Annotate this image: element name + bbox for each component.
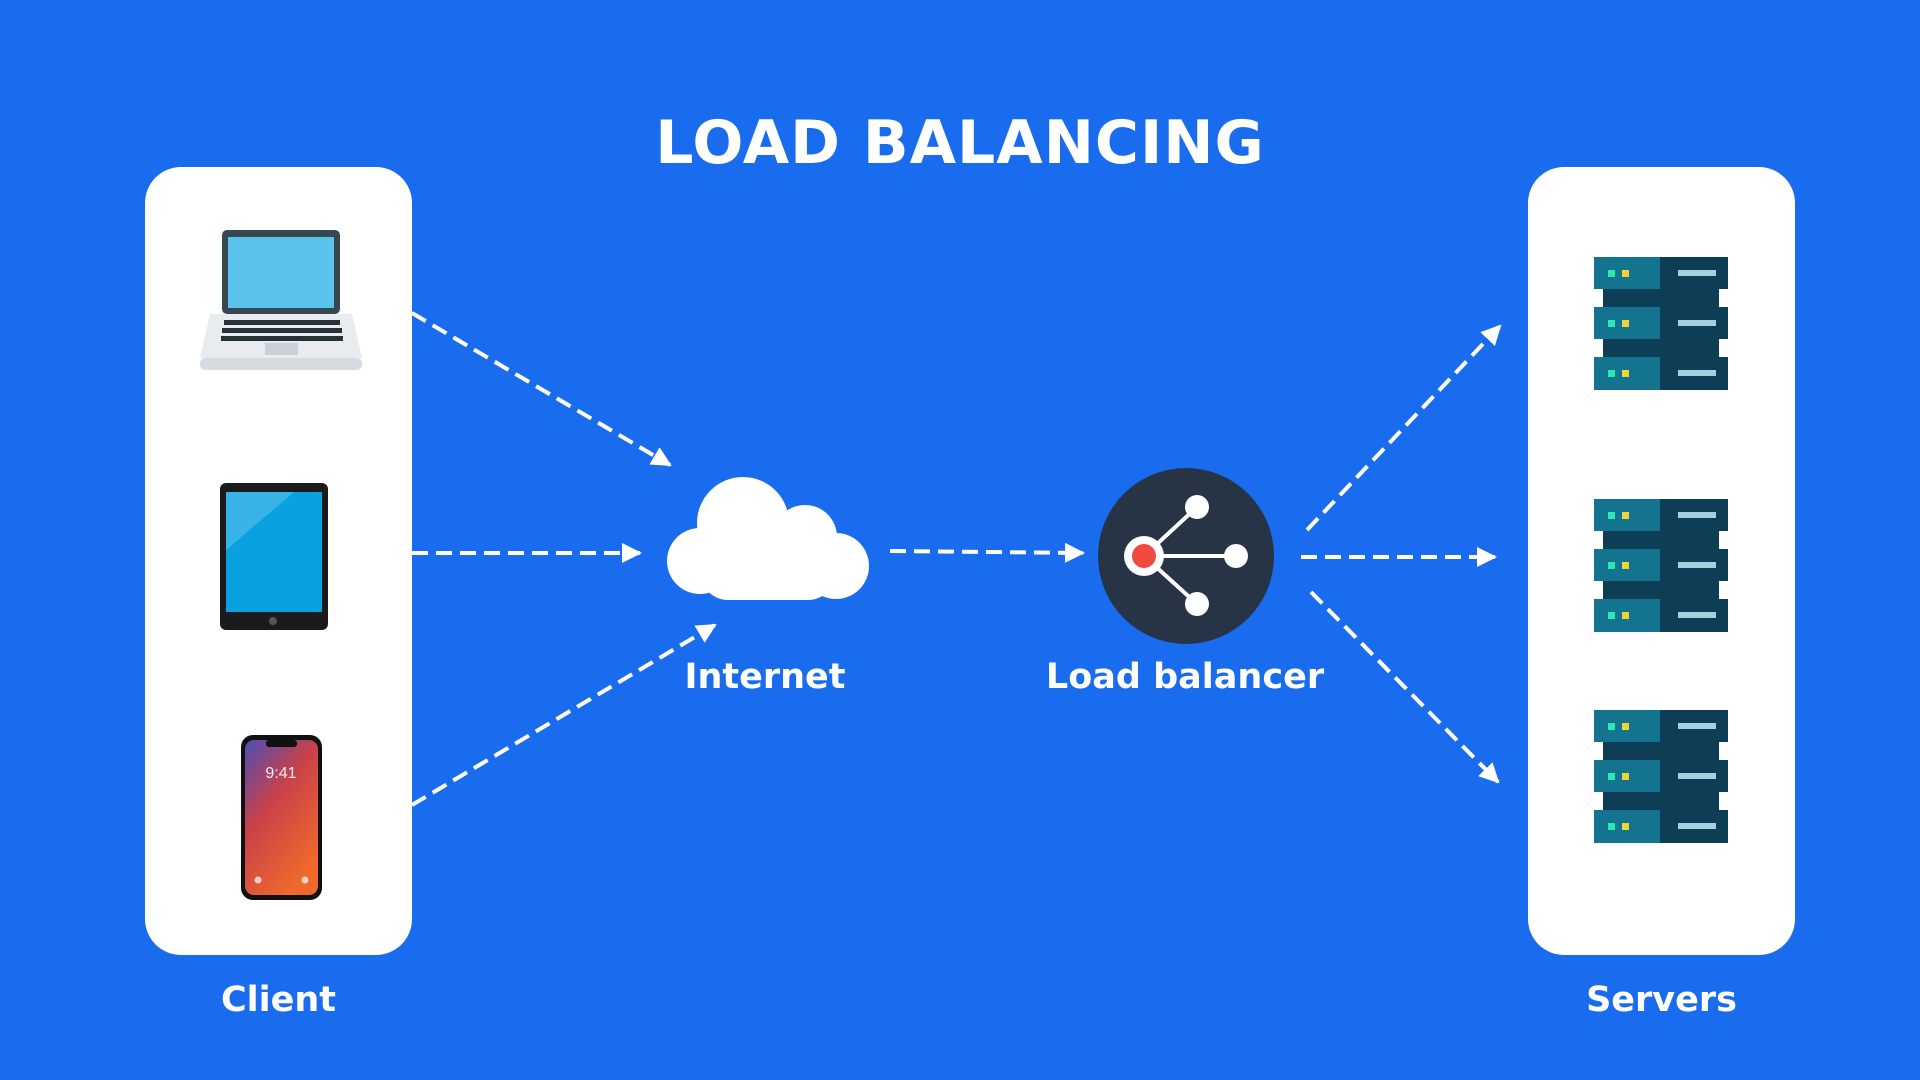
- diagram-title: LOAD BALANCING: [655, 108, 1265, 178]
- cloud-icon: [667, 477, 869, 600]
- arrow-balancer-to-server-bottom: [1309, 590, 1500, 784]
- server-rack-bottom: [1594, 710, 1728, 843]
- servers-label: Servers: [1586, 980, 1737, 1020]
- arrow-internet-to-balancer: [889, 542, 1085, 563]
- server-rack-icon: [1594, 257, 1728, 390]
- arrow-laptop-to-internet: [410, 311, 672, 467]
- arrow-phone-to-internet: [410, 623, 717, 807]
- client-label: Client: [220, 980, 337, 1020]
- server-rack-icon: [1594, 499, 1728, 632]
- arrow-balancer-to-server-top: [1305, 324, 1502, 532]
- server-rack-top: [1594, 257, 1728, 390]
- server-rack-middle: [1594, 499, 1728, 632]
- tablet-icon: [220, 483, 328, 630]
- server-rack-icon: [1594, 710, 1728, 843]
- phone-icon: 9:41: [241, 735, 322, 900]
- load-balancer-label: Load balancer: [1045, 657, 1325, 697]
- laptop-icon: [200, 230, 362, 370]
- internet-label: Internet: [684, 657, 846, 697]
- share-network-icon: [1098, 468, 1274, 644]
- phone-time: 9:41: [265, 765, 296, 782]
